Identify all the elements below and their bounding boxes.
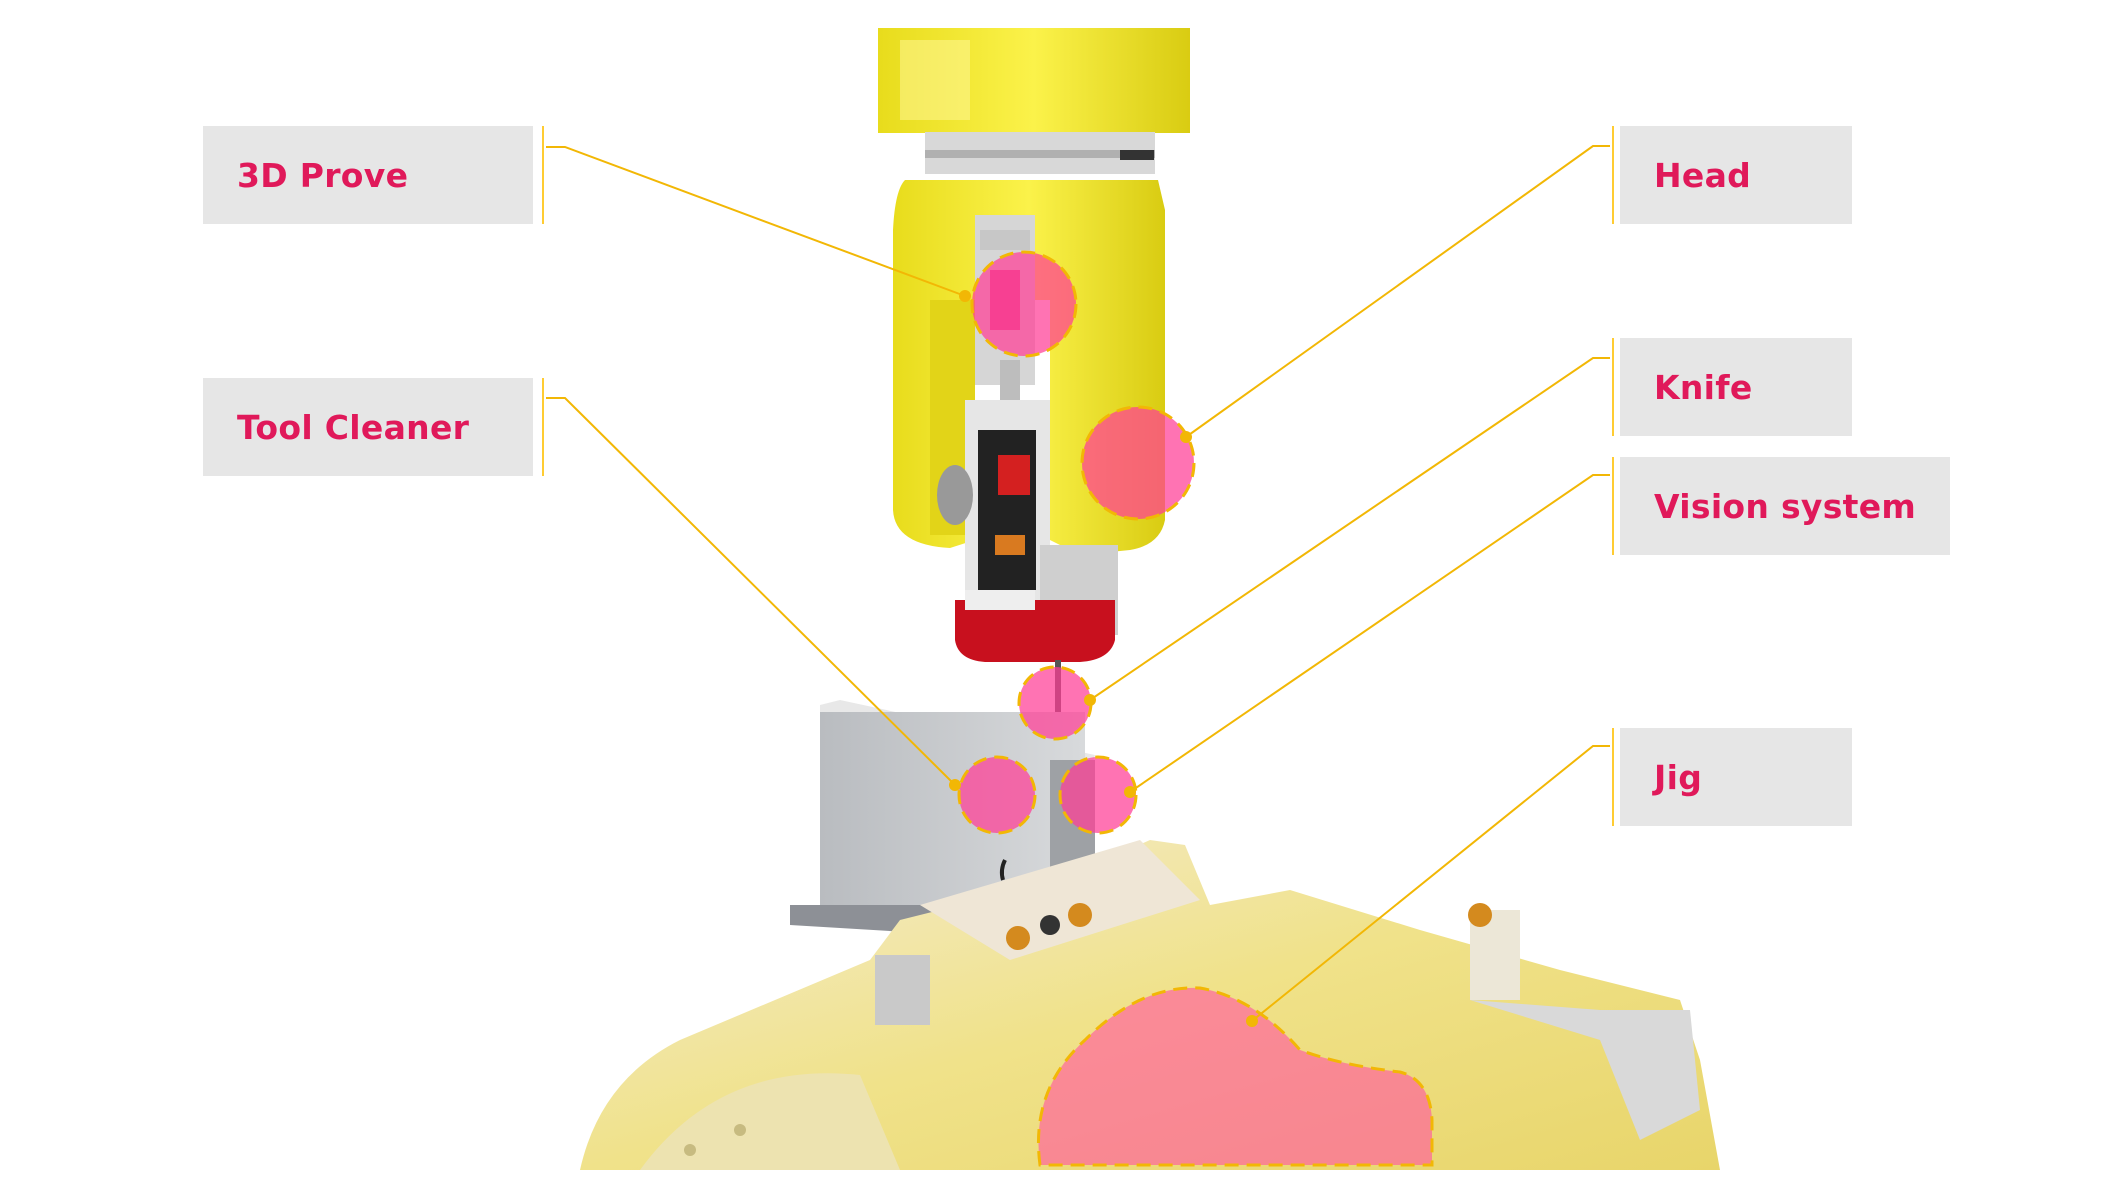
robot-arm	[878, 28, 1190, 745]
label-tool-cleaner: Tool Cleaner	[203, 378, 533, 476]
leader-head	[1185, 145, 1610, 438]
marker-head	[1080, 405, 1196, 521]
label-head-text: Head	[1654, 155, 1752, 195]
label-tool-cleaner-text: Tool Cleaner	[237, 407, 470, 447]
bracket-head	[1612, 126, 1614, 224]
label-jig: Jig	[1620, 728, 1852, 826]
label-3d-probe: 3D Prove	[203, 126, 533, 224]
label-vision-system: Vision system	[1620, 457, 1950, 555]
marker-knife	[1017, 665, 1093, 741]
leader-3d-probe	[546, 146, 966, 297]
label-vision-system-text: Vision system	[1654, 486, 1917, 526]
marker-tool-cleaner	[957, 755, 1037, 835]
leader-jig	[1251, 745, 1610, 1022]
markers	[957, 250, 1434, 1167]
label-head: Head	[1620, 126, 1852, 224]
bracket-tool-cleaner	[542, 378, 544, 476]
marker-jig	[1036, 986, 1434, 1167]
bracket-knife	[1612, 338, 1614, 436]
bracket-jig	[1612, 728, 1614, 826]
bracket-vision-system	[1612, 457, 1614, 555]
bracket-3d-probe	[542, 126, 544, 224]
leader-dots	[949, 290, 1258, 1027]
leader-tool-cleaner	[546, 397, 956, 786]
label-knife: Knife	[1620, 338, 1852, 436]
label-knife-text: Knife	[1654, 367, 1753, 407]
marker-vision-system	[1058, 755, 1138, 835]
label-jig-text: Jig	[1654, 757, 1703, 797]
leader-knife	[1089, 357, 1610, 701]
leader-vision-system	[1129, 474, 1610, 793]
marker-3d-probe	[970, 250, 1078, 358]
label-3d-probe-text: 3D Prove	[237, 155, 409, 195]
leader-lines	[546, 145, 1610, 1022]
